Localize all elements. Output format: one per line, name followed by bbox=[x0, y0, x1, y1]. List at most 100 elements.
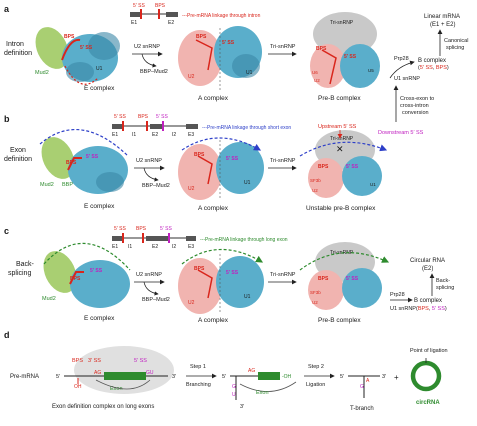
pre-mrna-label: Pre-mRNA bbox=[10, 374, 39, 380]
e-complex-b: BPS 5′ SS Mud2 BBP E complex bbox=[39, 129, 129, 210]
transition-sublabel: BBP–Mud2 bbox=[140, 69, 168, 75]
row-label-line1: Back- bbox=[16, 261, 35, 268]
panel-letter: c bbox=[4, 226, 9, 236]
mid-oh-label: -OH bbox=[282, 374, 292, 380]
u1-snrnp-label: U1 snRNP bbox=[390, 306, 416, 312]
step-1: Step 1 Branching bbox=[186, 364, 217, 388]
t-branch-product: 5′ G A 3′ T-branch + bbox=[340, 373, 399, 412]
site-5ss: 5′ SS bbox=[346, 164, 359, 170]
transition-u2: U2 snRNP BBP–Mud2 bbox=[132, 44, 168, 75]
cross-exon-2: cross-intron bbox=[400, 103, 429, 109]
three-prime: 3′ bbox=[240, 404, 244, 410]
prp28-label: Prp28 bbox=[390, 292, 405, 298]
step-2: Step 2 Ligation bbox=[304, 364, 335, 388]
site-bps: BPS bbox=[196, 34, 207, 40]
panel-d: d Pre-mRNA 5′ 3′ Exon BPS 3′ SS 5′ SS AG… bbox=[4, 330, 448, 412]
upstream-ss-label: Upstream 5′ SS bbox=[318, 124, 357, 130]
five-prime: 5′ bbox=[56, 374, 60, 380]
linkage-note: ---Pre-mRNA linkage through long exon bbox=[200, 237, 288, 243]
step2-label: Step 2 bbox=[308, 364, 324, 370]
site-5ss: 5′ SS bbox=[90, 268, 103, 274]
site-5ss: 5′ SS bbox=[86, 154, 99, 160]
site-5ss: 5′ SS bbox=[226, 156, 239, 162]
row-label-line1: Intron bbox=[6, 41, 24, 48]
site-bps: BPS bbox=[64, 34, 75, 40]
intron-i1-label: I1 bbox=[128, 244, 132, 250]
plus-sign: + bbox=[394, 373, 399, 382]
ss5-label: 5′ SS bbox=[134, 358, 147, 364]
three-prime: 3′ bbox=[172, 374, 176, 380]
transition-tri: Tri-snRNP bbox=[268, 158, 297, 171]
pre-b-complex-c: Tri-snRNP BPS 5′ SS SF3b U2 Pre-B comple… bbox=[299, 242, 390, 324]
transition-label: U2 snRNP bbox=[134, 44, 160, 50]
back-splicing-branch: Circular RNA (E2) Back- splicing Prp28 U… bbox=[390, 258, 454, 312]
transition-tri: Tri-snRNP bbox=[268, 272, 297, 285]
canonical-label: Canonical bbox=[444, 38, 468, 44]
prp28-label: Prp28 bbox=[394, 56, 409, 62]
cross-exon: Cross-exon to bbox=[400, 96, 434, 102]
linkage-note: ---Pre-mRNA linkage through short exon bbox=[202, 125, 291, 131]
panel-c: c Back- splicing 5′ SS BPS 5′ SS E1 I1 E… bbox=[4, 226, 454, 324]
e-complex-a: BPS 5′ SS Mud2 U1 E complex bbox=[35, 27, 120, 92]
transition-tri: Tri-snRNP bbox=[268, 44, 297, 57]
mud2-label: Mud2 bbox=[40, 182, 54, 188]
sf3b-label: SF3b bbox=[310, 290, 321, 295]
exon-e1-label: E1 bbox=[131, 20, 137, 26]
u1-label: U1 bbox=[96, 66, 103, 72]
gene-schematic-b: 5′ SS BPS 5′ SS E1 I1 E2 I2 E3 ---Pre-mR… bbox=[112, 114, 291, 138]
bps-label: BPS bbox=[72, 358, 83, 364]
circular-rna-sub: (E2) bbox=[422, 266, 433, 272]
bps-label: BPS bbox=[136, 226, 147, 232]
site-5ss: 5′ SS bbox=[226, 270, 239, 276]
b-complex-sites: (5′ SS, BPS) bbox=[418, 65, 449, 71]
edc-caption: Exon definition complex on long exons bbox=[52, 404, 154, 410]
exon-e1-label: E1 bbox=[112, 132, 118, 138]
bbp-label: BBP bbox=[62, 182, 73, 188]
cross-mark: ✕ bbox=[336, 144, 344, 154]
site-bps: BPS bbox=[66, 160, 77, 166]
b-complex-sites: (BPS, 5′ SS) bbox=[416, 306, 447, 312]
complex-label-a: A complex bbox=[198, 205, 229, 212]
gene-schematic-a: 5′ SS BPS E1 E2 ---Pre-mRNA linkage thro… bbox=[130, 3, 261, 26]
tri-snrnp-label: Tri-snRNP bbox=[330, 20, 354, 26]
bps-label: BPS bbox=[155, 3, 166, 9]
transition-label: Tri-snRNP bbox=[270, 158, 296, 164]
complex-label-e: E complex bbox=[84, 85, 115, 92]
ag-label: AG bbox=[248, 368, 255, 374]
complex-label-unstable: Unstable pre-B complex bbox=[306, 205, 376, 212]
transition-sublabel: BBP–Mud2 bbox=[142, 297, 170, 303]
point-of-ligation: Point of ligation bbox=[410, 348, 448, 354]
cross-exon-3: conversion bbox=[402, 110, 429, 116]
g-label: G bbox=[360, 384, 364, 390]
tri-snrnp-label: Tri-snRNP bbox=[330, 136, 354, 142]
complex-label-e: E complex bbox=[84, 315, 115, 322]
panel-letter: d bbox=[4, 330, 10, 340]
site-5ss: 5′ SS bbox=[222, 40, 235, 46]
transition-sublabel: BBP–Mud2 bbox=[142, 183, 170, 189]
transition-u2: U2 snRNP BBP–Mud2 bbox=[134, 158, 170, 189]
a-complex-a: BPS 5′ SS U2 U1 A complex bbox=[178, 26, 262, 102]
panel-letter: a bbox=[4, 4, 10, 14]
branched-intermediate: 5′ AG -OH G U 3′ Exon bbox=[222, 368, 297, 410]
ss5-downstream-label: 5′ SS bbox=[160, 226, 172, 232]
step2-sub: Ligation bbox=[306, 382, 325, 388]
u-label: U bbox=[232, 392, 236, 398]
exon-definition-complex: Pre-mRNA 5′ 3′ Exon BPS 3′ SS 5′ SS AG G… bbox=[10, 346, 176, 410]
u6-label: U6 bbox=[312, 70, 318, 75]
canonical-sub: splicing bbox=[446, 45, 464, 51]
circrna-label: circRNA bbox=[416, 400, 440, 406]
transition-label: Tri-snRNP bbox=[270, 44, 296, 50]
row-label-line2: definition bbox=[4, 156, 32, 163]
oh-label: OH bbox=[74, 384, 82, 390]
ss5-label: 5′ SS bbox=[114, 226, 126, 232]
intron-i1-label: I1 bbox=[132, 132, 136, 138]
intron-i2-label: I2 bbox=[172, 132, 176, 138]
step1-label: Step 1 bbox=[190, 364, 206, 370]
site-bps: BPS bbox=[318, 164, 329, 170]
transition-label: U2 snRNP bbox=[136, 272, 162, 278]
row-label-line2: definition bbox=[4, 50, 32, 57]
five-prime: 5′ bbox=[222, 374, 226, 380]
panel-a: a Intron definition 5′ SS BPS E1 E2 ---P… bbox=[4, 3, 468, 122]
complex-label-preb: Pre-B complex bbox=[318, 317, 361, 324]
